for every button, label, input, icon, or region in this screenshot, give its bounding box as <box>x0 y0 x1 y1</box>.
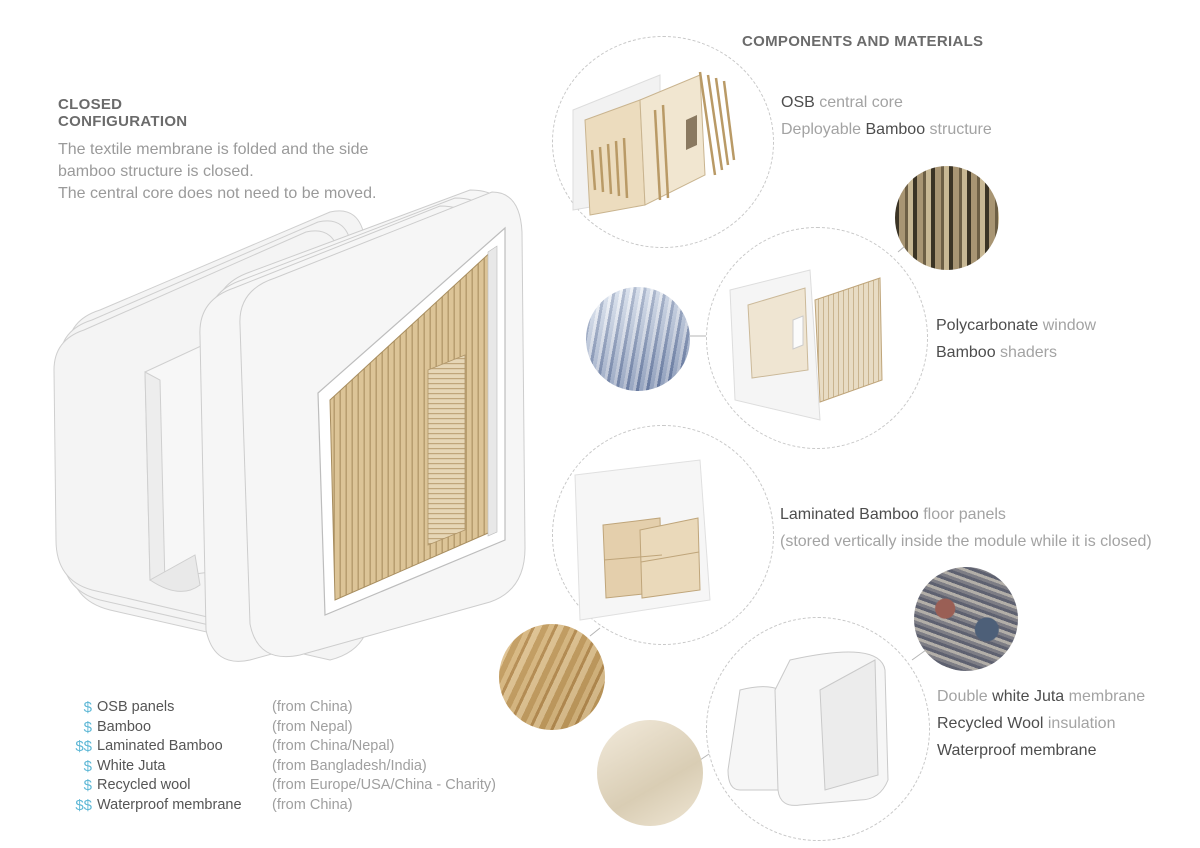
osb-rest: central core <box>814 94 903 111</box>
cost-indicator: $ <box>83 777 92 794</box>
cost-indicator: $$ <box>75 738 92 755</box>
closed-configuration-description: The textile membrane is folded and the s… <box>58 139 376 205</box>
window-illustration <box>729 269 883 421</box>
bamboo-shaders-bold: Bamboo <box>936 344 996 361</box>
insulation-rest: insulation <box>1043 715 1116 732</box>
material-name: Bamboo <box>97 718 152 735</box>
material-name: Waterproof membrane <box>97 796 242 813</box>
white-juta-photo <box>597 720 703 826</box>
cost-indicator: $$ <box>75 796 92 814</box>
material-origin: (from Europe/USA/China - Charity) <box>272 777 497 793</box>
floor-rest: floor panels <box>918 506 1006 523</box>
components-heading: COMPONENTS AND MATERIALS <box>742 33 984 50</box>
material-origin: (from China) <box>272 699 353 715</box>
desc-line-3: The central core does not need to be mov… <box>58 185 377 202</box>
structure-rest: structure <box>925 121 992 138</box>
membrane-rest: membrane <box>1064 688 1146 705</box>
polycarbonate-line: Polycarbonate window <box>936 312 1096 339</box>
double-pre: Double <box>937 688 993 705</box>
shaders-line: Bamboo shaders <box>936 339 1096 366</box>
desc-line-2: bamboo structure is closed. <box>58 163 254 180</box>
bamboo-window-facade <box>317 226 506 616</box>
white-juta-bold: white Juta <box>992 688 1065 705</box>
cost-indicator: $ <box>83 718 92 736</box>
floor-note: (stored vertically inside the module whi… <box>780 533 1152 550</box>
heading-line-1: CLOSED <box>58 96 123 113</box>
osb-line: OSB central core <box>781 89 992 116</box>
component-label-membrane: Double white Juta membrane Recycled Wool… <box>937 683 1145 764</box>
material-origin: (from China) <box>272 796 353 813</box>
material-name: Recycled wool <box>97 777 191 793</box>
deployable-line: Deployable Bamboo structure <box>781 116 992 143</box>
membrane-module-illustration <box>727 651 889 806</box>
floor-line: Laminated Bamboo floor panels <box>780 501 1152 528</box>
polycarbonate-bold: Polycarbonate <box>936 317 1039 334</box>
waterproof-bold: Waterproof membrane <box>937 742 1097 759</box>
material-name: White Juta <box>97 757 166 774</box>
osb-core-illustration <box>572 71 736 216</box>
material-origin: (from China/Nepal) <box>272 738 395 754</box>
cost-indicator: $ <box>83 699 92 716</box>
waterproof-line: Waterproof membrane <box>937 737 1145 764</box>
bamboo-shaders-photo <box>895 166 999 270</box>
material-name: Laminated Bamboo <box>97 738 223 754</box>
recycled-wool-bold: Recycled Wool <box>937 715 1044 732</box>
material-origin: (from Nepal) <box>272 718 353 735</box>
laminated-bamboo-bold: Laminated Bamboo <box>780 506 919 523</box>
material-origin: (from Bangladesh/India) <box>272 757 427 774</box>
shaders-rest: shaders <box>995 344 1057 361</box>
recycled-wool-photo <box>914 567 1018 671</box>
polycarbonate-photo <box>586 287 690 391</box>
window-rest: window <box>1038 317 1097 334</box>
bamboo-bold: Bamboo <box>865 121 926 138</box>
deployable-pre: Deployable <box>781 121 866 138</box>
heading-line-2: CONFIGURATION <box>58 113 188 130</box>
floor-panels-illustration <box>574 459 711 621</box>
closed-configuration-heading: CLOSED CONFIGURATION <box>58 96 187 130</box>
cost-indicator: $ <box>83 757 92 775</box>
material-name: OSB panels <box>97 699 175 715</box>
wool-line: Recycled Wool insulation <box>937 710 1145 737</box>
component-label-floor: Laminated Bamboo floor panels (stored ve… <box>780 501 1152 555</box>
laminated-bamboo-photo <box>499 624 605 730</box>
juta-line: Double white Juta membrane <box>937 683 1145 710</box>
desc-line-1: The textile membrane is folded and the s… <box>58 141 369 158</box>
osb-bold: OSB <box>781 94 815 111</box>
component-label-osb-bamboo: OSB central core Deployable Bamboo struc… <box>781 89 992 143</box>
component-label-window: Polycarbonate window Bamboo shaders <box>936 312 1096 366</box>
